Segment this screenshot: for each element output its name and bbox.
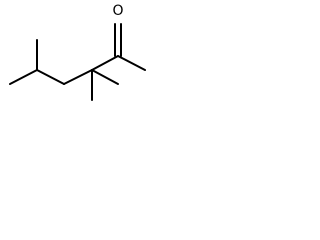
bond-c-c1 (9, 69, 38, 85)
chemical-structure-diagram: O (0, 0, 180, 112)
bond-c-c4 (63, 69, 93, 85)
background (0, 0, 180, 112)
bond-c-c7 (91, 55, 119, 71)
bond-c-c8 (117, 55, 146, 71)
bond-c-c6 (91, 69, 119, 85)
atom-label-oxygen: O (112, 3, 123, 19)
bond-c-c3 (36, 69, 65, 85)
